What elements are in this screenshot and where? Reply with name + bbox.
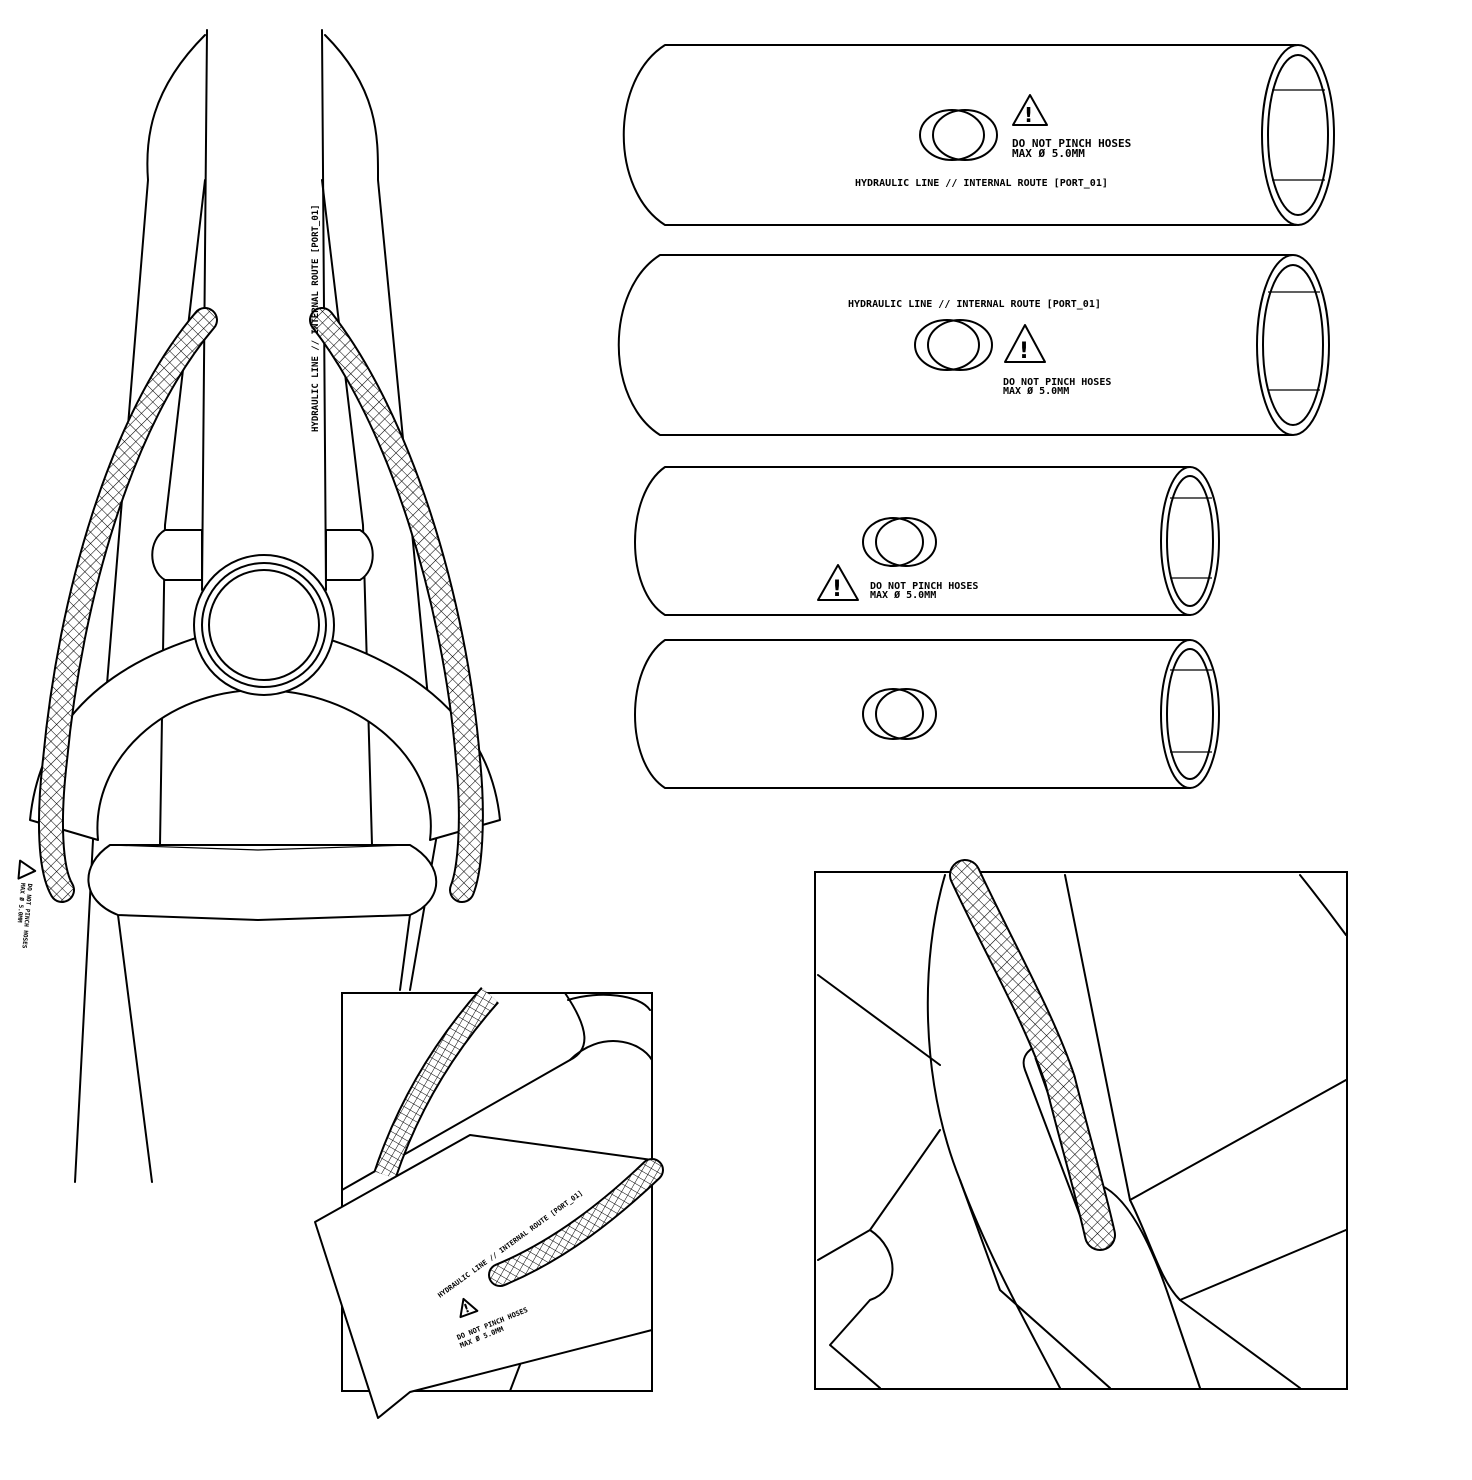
tube-section-3: ! DO NOT PINCH HOSES MAX Ø 5.0MM	[634, 466, 1220, 616]
warning-triangle-icon: !	[817, 564, 859, 602]
warning-triangle-icon	[17, 859, 37, 880]
svg-text:MAX Ø 5.0MM: MAX Ø 5.0MM	[16, 883, 26, 924]
svg-text:!: !	[462, 1301, 472, 1316]
tube-section-4	[634, 639, 1220, 789]
detail-view-b	[814, 859, 1348, 1390]
warning-triangle-icon: !	[459, 1297, 479, 1319]
left-inner-leg	[117, 179, 206, 1183]
tube1-route-label: HYDRAULIC LINE // INTERNAL ROUTE [PORT_0…	[855, 178, 1108, 189]
head-tube-port	[193, 554, 335, 696]
cable-port-oval-icon	[862, 688, 937, 740]
tube3-warning-line1: DO NOT PINCH HOSES	[870, 581, 978, 592]
detail-view-a: HYDRAULIC LINE // INTERNAL ROUTE [PORT_0…	[314, 987, 664, 1419]
left-collar	[151, 529, 203, 581]
mounting-plate	[314, 1134, 653, 1419]
right-collar	[325, 529, 374, 581]
frame-front-view: HYDRAULIC LINE // INTERNAL ROUTE [PORT_0…	[16, 29, 501, 1183]
warning-triangle-icon: !	[1004, 324, 1046, 364]
left-fork-outer	[74, 34, 206, 1183]
fork-crown	[87, 844, 438, 921]
tube2-warning-line2: MAX Ø 5.0MM	[1003, 385, 1069, 397]
steerer-tube	[201, 29, 327, 591]
cable-port-oval-icon	[862, 517, 937, 567]
tube-section-1: ! DO NOT PINCH HOSES MAX Ø 5.0MM HYDRAUL…	[622, 44, 1335, 226]
svg-text:!: !	[832, 577, 842, 602]
steerer-route-label: HYDRAULIC LINE // INTERNAL ROUTE [PORT_0…	[311, 204, 321, 432]
tube1-warning-line2: MAX Ø 5.0MM	[1012, 147, 1085, 160]
tube-section-2: HYDRAULIC LINE // INTERNAL ROUTE [PORT_0…	[617, 254, 1330, 436]
warning-triangle-icon: !	[1012, 94, 1048, 127]
tube3-warning-line2: MAX Ø 5.0MM	[870, 589, 936, 601]
left-leg-warning: DO NOT PINCH HOSES MAX Ø 5.0MM	[16, 859, 37, 949]
right-inner-leg	[321, 179, 411, 991]
cable-port-oval-icon	[919, 109, 998, 161]
tube2-route-label: HYDRAULIC LINE // INTERNAL ROUTE [PORT_0…	[848, 299, 1101, 310]
svg-text:!: !	[1024, 103, 1033, 127]
cable-port-oval-icon	[914, 319, 993, 371]
fork-arch	[29, 621, 501, 841]
svg-text:!: !	[1019, 339, 1029, 364]
tube1-warning-line1: DO NOT PINCH HOSES	[1012, 137, 1131, 150]
tube2-warning-line1: DO NOT PINCH HOSES	[1003, 377, 1111, 388]
